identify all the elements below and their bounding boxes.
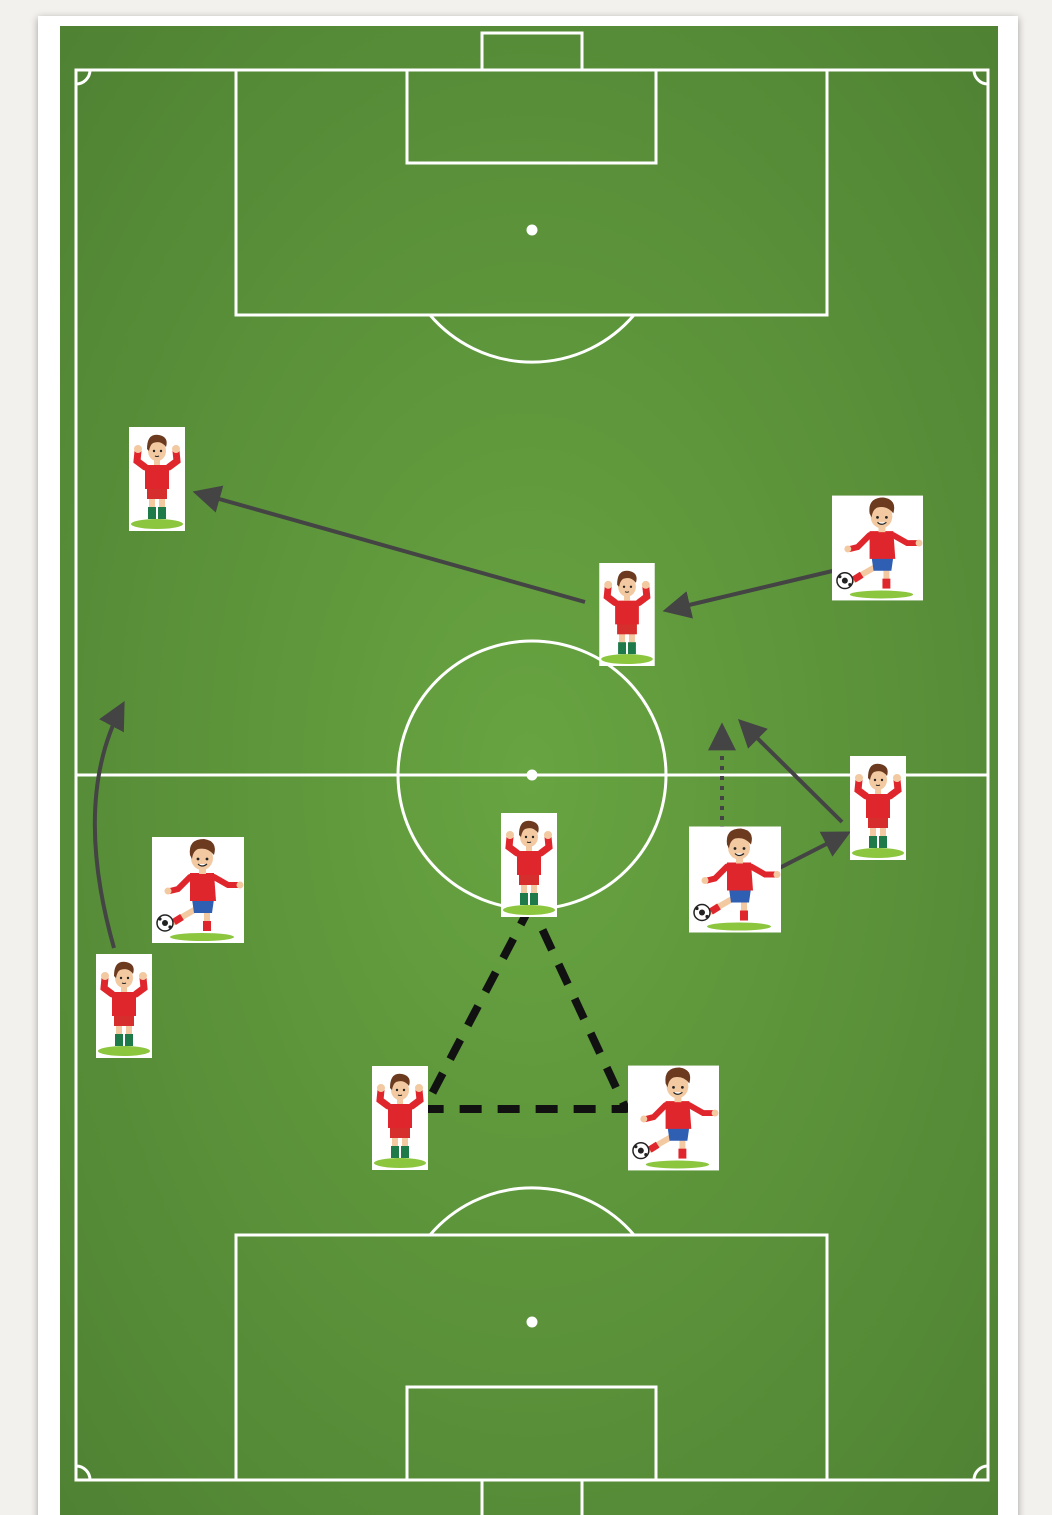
- player-flexing-p8[interactable]: [96, 954, 152, 1058]
- player-kicking-p10[interactable]: [628, 1066, 719, 1171]
- bottom-penalty-spot: [528, 1318, 536, 1326]
- player-flexing-p3[interactable]: [599, 563, 654, 666]
- player-kicking-p2[interactable]: [832, 496, 923, 601]
- player-flexing-p1[interactable]: [129, 427, 185, 531]
- player-kicking-p6[interactable]: [152, 837, 244, 943]
- top-penalty-spot: [528, 226, 536, 234]
- centre-spot: [528, 771, 536, 779]
- player-flexing-p9[interactable]: [372, 1066, 428, 1170]
- player-flexing-p4[interactable]: [501, 813, 557, 917]
- player-flexing-p5[interactable]: [850, 756, 906, 860]
- player-kicking-p7[interactable]: [689, 827, 781, 933]
